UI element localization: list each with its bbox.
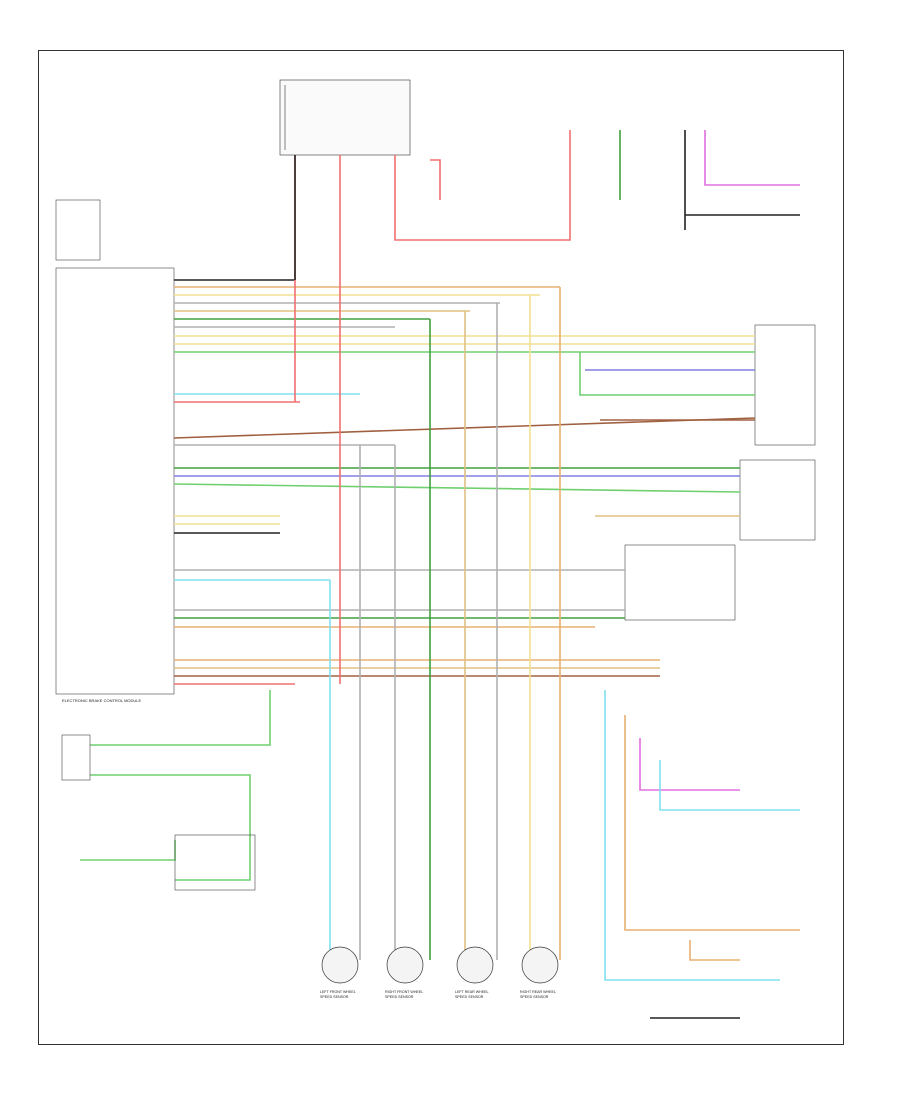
ebcm-connector <box>55 199 175 695</box>
wheel-speed-sensor-lr <box>456 946 494 984</box>
wheel-sensor-symbols <box>321 946 559 984</box>
right-connectors <box>624 324 816 621</box>
wheel-sensor-label-rr: RIGHT REAR WHEEL SPEED SENSOR <box>520 990 556 999</box>
ebcm-label: ELECTRONIC BRAKE CONTROL MODULE <box>62 698 142 703</box>
wheel-speed-sensor-rf <box>386 946 424 984</box>
right-side-wires <box>579 352 800 1019</box>
wheel-sensor-wires <box>329 287 561 960</box>
wheel-speed-sensor-rr <box>521 946 559 984</box>
wheel-sensor-label-rf: RIGHT FRONT WHEEL SPEED SENSOR <box>385 990 424 999</box>
diagram-frame <box>38 50 844 1045</box>
brake-switch-wires <box>61 690 271 891</box>
wheel-sensor-label-lr: LEFT REAR WHEEL SPEED SENSOR <box>455 990 489 999</box>
power-feeds <box>294 130 800 684</box>
wheel-speed-sensor-lf <box>321 946 359 984</box>
fuse-block <box>279 79 411 156</box>
wheel-sensor-label-lf: LEFT FRONT WHEEL SPEED SENSOR <box>320 990 356 999</box>
